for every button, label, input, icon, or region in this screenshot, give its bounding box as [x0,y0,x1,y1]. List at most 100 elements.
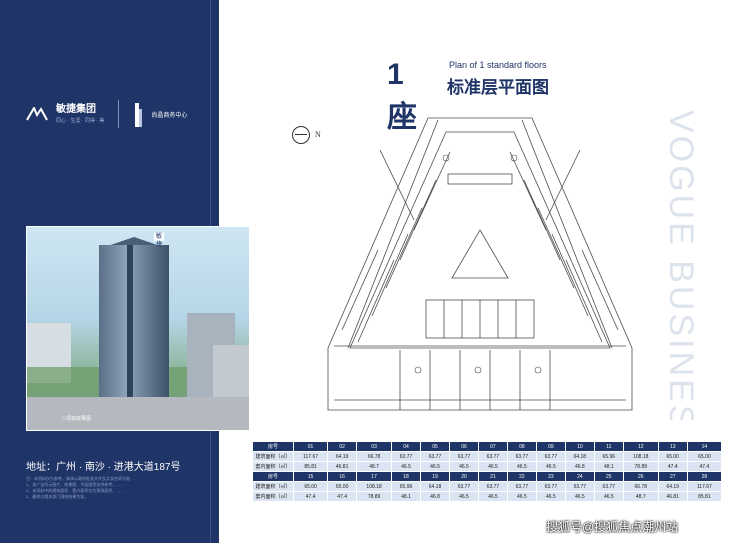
plan-inner-outline [349,131,611,349]
tower-icon [135,103,143,127]
table-cell: 01 [292,441,329,452]
table-cell: 12 [622,441,659,452]
table-cell: 63.77 [506,481,537,492]
table-cell: 78.89 [356,491,393,502]
plan-partition [509,151,619,343]
table-cell: 85.81 [292,461,329,472]
table-cell: 46.81 [657,491,688,502]
table-cell: 46.5 [593,491,624,502]
table-cell: 46.5 [535,461,566,472]
table-cell: 63.77 [448,481,479,492]
table-cell: 48.1 [391,491,422,502]
table-cell: 05 [420,441,450,452]
table-cell: 15 [292,471,329,482]
table-cell: 65.00 [657,451,688,462]
floor-plan [327,117,633,411]
table-cell: 85.81 [686,491,723,502]
table-cell: 78.89 [622,461,659,472]
company-logo-icon [26,107,48,121]
table-cell: 46.5 [391,461,422,472]
north-label: N [315,130,321,139]
table-cell: 46.5 [535,491,566,502]
table-cell: 48.1 [593,461,624,472]
table-cell: 63.77 [564,481,595,492]
main-tower [99,245,169,413]
table-cell: 64.19 [657,481,688,492]
table-cell: 65.00 [686,451,723,462]
table-cell: 19 [420,471,450,482]
table-cell: 46.5 [477,491,508,502]
plan-corridor [447,173,513,185]
table-cell: 16 [327,471,358,482]
table-row-label: 套内面积（㎡） [252,491,294,502]
table-cell: 64.18 [420,481,450,492]
table-cell: 17 [356,471,393,482]
disclaimer-line: 注：本资料仅为参考，具体以政府批准文件及买卖合同为准…… [26,476,138,481]
plan-wall [379,149,581,221]
tower-sign: 敏捷 [154,233,164,248]
table-row: 建筑面积（㎡） 117.67 64.19 66.78 63.77 63.77 6… [252,451,723,462]
source-watermark: 搜狐号@搜狐焦点潮州站 [546,520,679,534]
table-header-label: 房号 [252,441,294,452]
vertical-watermark: VOGUE BUSINESS CEN [662,110,700,420]
table-row-label: 套内面积（㎡） [252,461,294,472]
road [27,397,249,430]
table-cell: 28 [686,471,723,482]
table-cell: 03 [356,441,393,452]
table-cell: 21 [477,471,508,482]
logo-divider [118,100,120,128]
table-cell: 18 [391,471,422,482]
table-row: 建筑面积（㎡） 65.00 65.00 108.18 65.96 64.18 6… [252,481,723,492]
plan-core [451,229,509,279]
table-cell: 63.77 [477,481,508,492]
table-cell: 14 [686,441,723,452]
building-rendering: 敏捷 △项目效果图 [26,226,250,431]
table-cell: 63.77 [535,451,566,462]
table-cell: 24 [564,471,595,482]
table-cell: 09 [535,441,566,452]
table-cell: 20 [448,471,479,482]
company-slogan: 同心 · 生涯 · 同得 · 美 [56,117,105,124]
table-cell: 63.77 [477,451,508,462]
disclaimer-line: 2、本资料中的建筑面积、套内面积均为预测面积，…… [26,488,125,493]
table-cell: 63.77 [391,451,422,462]
compass-icon [292,126,310,144]
table-cell: 117.67 [292,451,329,462]
table-header-row: 房号 01 02 03 04 05 06 07 08 09 10 11 12 1… [252,441,723,452]
table-cell: 46.5 [564,491,595,502]
disclaimer-line: 1、本广告所示图片、效果图、平面图等仅供参考，…… [26,482,125,487]
table-cell: 65.96 [593,451,624,462]
table-cell: 66.78 [622,481,659,492]
table-cell: 65.00 [327,481,358,492]
table-cell: 23 [535,471,566,482]
plan-wall [347,119,613,349]
table-header-label: 房号 [252,471,294,482]
tower-number-title: 1座 [387,58,417,134]
title-chinese: 标准层平面图 [447,78,549,97]
table-cell: 46.8 [564,461,595,472]
table-cell: 22 [506,471,537,482]
table-cell: 46.5 [420,461,450,472]
plan-outline [327,117,633,411]
table-cell: 26 [622,471,659,482]
logo-row: 敏捷集团 同心 · 生涯 · 同得 · 美 尚晶商务中心 [26,100,187,128]
plan-partition [443,300,517,338]
table-cell: 11 [593,441,624,452]
plan-wall [334,345,626,401]
table-cell: 25 [593,471,624,482]
table-cell: 46.5 [448,491,479,502]
left-panel: 敏捷集团 同心 · 生涯 · 同得 · 美 尚晶商务中心 敏捷 △项目效果图 地… [0,0,250,543]
table-cell: 46.5 [477,461,508,472]
table-row: 套内面积（㎡） 85.81 46.81 48.7 46.5 46.5 46.5 … [252,461,723,472]
table-cell: 07 [477,441,508,452]
table-cell: 04 [391,441,422,452]
table-cell: 48.7 [622,491,659,502]
table-cell: 13 [657,441,688,452]
table-cell: 63.77 [506,451,537,462]
table-row-label: 建筑面积（㎡） [252,451,294,462]
table-header-row: 房号 15 16 17 18 19 20 21 22 23 24 25 26 2… [252,471,723,482]
table-cell: 65.96 [391,481,422,492]
company-logo-text: 敏捷集团 [56,103,96,115]
table-cell: 63.77 [448,451,479,462]
table-cell: 64.18 [564,451,595,462]
